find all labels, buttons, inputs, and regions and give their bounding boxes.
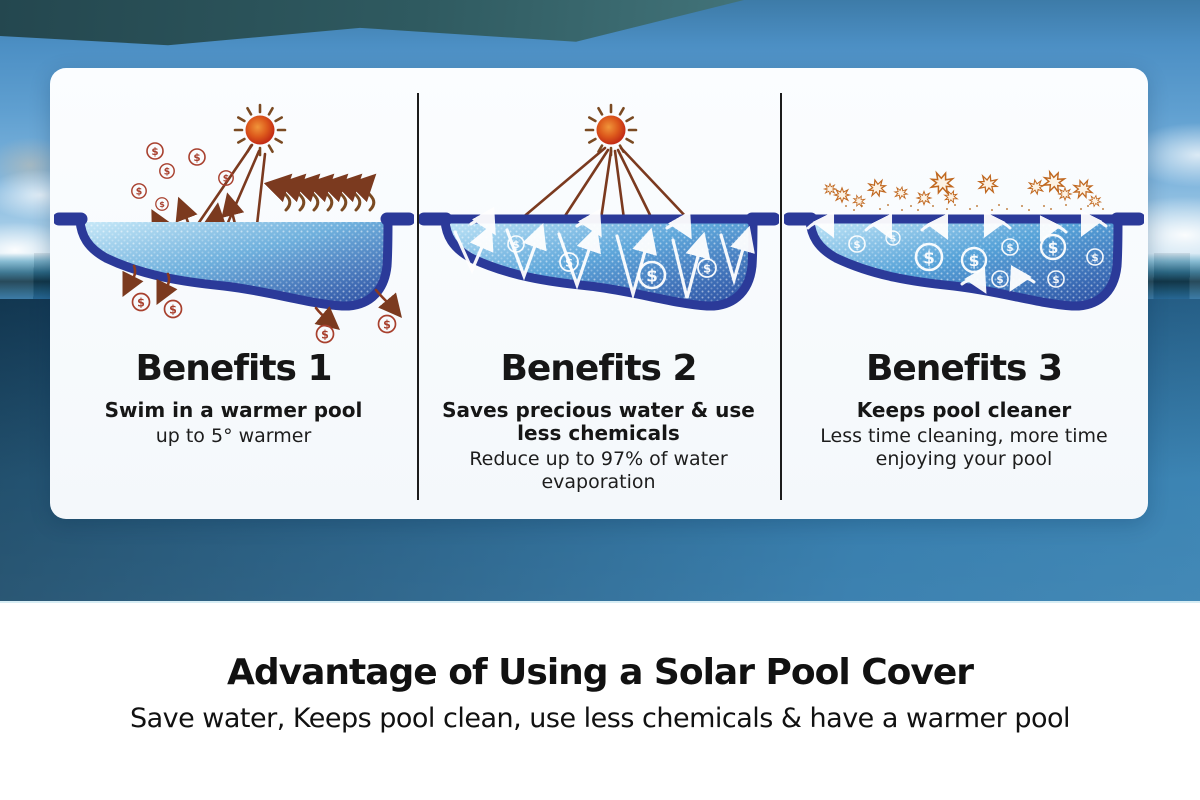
trapped-vapour-arrows xyxy=(452,206,755,300)
pool-cover-reflection-illustration: $ xyxy=(418,103,779,311)
benefit-panel-cleaner-pool: $ xyxy=(780,68,1148,519)
panel-subtitle: Saves precious water & use less chemical… xyxy=(442,398,755,445)
pool-cross-section-icon xyxy=(53,212,414,311)
panel-description: Reduce up to 97% of water evaporation xyxy=(469,448,728,493)
clean-water-arrows xyxy=(806,210,1108,294)
heat-waves-icon xyxy=(280,178,375,212)
footer-subtitle: Save water, Keeps pool clean, use less c… xyxy=(129,703,1071,734)
dollar-coin-icon xyxy=(130,142,234,211)
debris-dots xyxy=(845,204,1104,211)
panel-title: Benefits 3 xyxy=(865,348,1063,389)
sun-icon xyxy=(584,103,637,157)
panel-subtitle: Keeps pool cleaner xyxy=(856,398,1072,422)
benefits-card: $ xyxy=(50,68,1148,519)
pool-no-cover-illustration: $ xyxy=(53,103,414,344)
water-leak-arrows xyxy=(122,264,402,330)
panel-description: up to 5° warmer xyxy=(155,425,312,447)
sun-ray-lines xyxy=(519,146,689,221)
sun-icon xyxy=(233,103,286,157)
panel-description: Less time cleaning, more time enjoying y… xyxy=(820,425,1108,470)
footer-title: Advantage of Using a Solar Pool Cover xyxy=(226,652,974,693)
white-footer-area xyxy=(0,601,1200,800)
leaf-icon xyxy=(823,167,1103,209)
benefit-panel-save-water: $ xyxy=(417,68,780,519)
pool-cross-section-icon xyxy=(784,212,1144,311)
pool-cover-leaves-illustration: $ xyxy=(784,167,1144,311)
panel-divider xyxy=(417,93,419,500)
benefit-panel-warmer-pool: $ xyxy=(50,68,417,519)
pool-cross-section-icon xyxy=(418,212,779,311)
panel-subtitle: Swim in a warmer pool xyxy=(104,398,363,422)
panel-divider xyxy=(780,93,782,500)
panel-title: Benefits 2 xyxy=(500,348,697,389)
footer: Advantage of Using a Solar Pool Cover Sa… xyxy=(0,652,1200,734)
panel-title: Benefits 1 xyxy=(135,348,332,389)
